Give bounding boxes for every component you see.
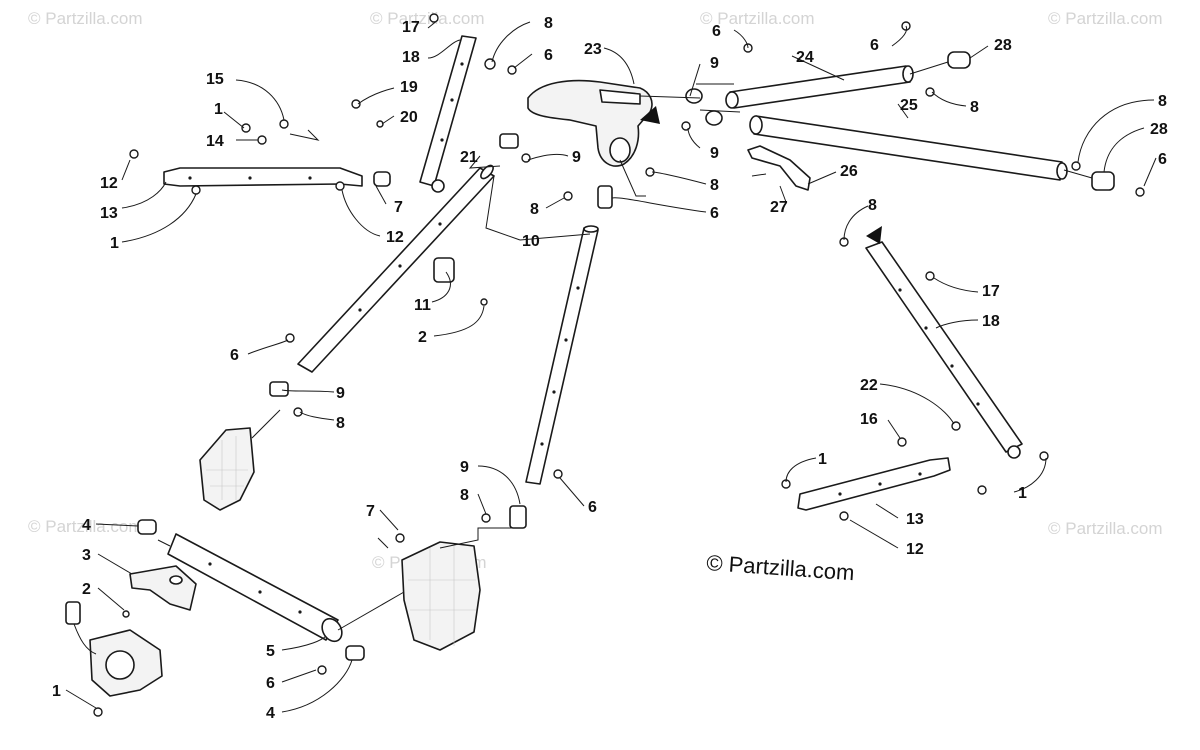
callout-label: 6: [230, 347, 239, 364]
upper-tube-b: [705, 110, 1068, 181]
callout-label: 4: [82, 517, 91, 534]
callout-label: 8: [1158, 93, 1167, 110]
callout-label: 16: [860, 411, 878, 428]
fittings: [137, 133, 613, 661]
callout-label: 28: [994, 37, 1012, 54]
fasteners: [93, 13, 1145, 717]
callout-layer: 17 8 18 6 23 19 20 15 1 14 12 13 1 7 12 …: [52, 15, 1168, 722]
copyright-text: © Partzilla.com: [706, 550, 856, 585]
callout-label: 6: [712, 23, 721, 40]
callout-label: 8: [868, 197, 877, 214]
callout-label: 25: [900, 97, 918, 114]
callout-label: 6: [710, 205, 719, 222]
callout-label: 12: [100, 175, 118, 192]
callout-label: 2: [82, 581, 91, 598]
callout-label: 1: [818, 451, 827, 468]
callout-label: 19: [400, 79, 418, 96]
callout-label: 5: [266, 643, 275, 660]
watermark: © Partzilla.com: [28, 9, 143, 28]
callout-label: 8: [336, 415, 345, 432]
callout-label: 17: [982, 283, 1000, 300]
callout-label: 20: [400, 109, 418, 126]
callout-label: 8: [460, 487, 469, 504]
upper-center-casting: [527, 79, 660, 167]
callout-label: 12: [386, 229, 404, 246]
callout-label: 9: [710, 55, 719, 72]
callout-label: 8: [544, 15, 553, 32]
watermark: © Partzilla.com: [370, 9, 485, 28]
callout-label: 6: [544, 47, 553, 64]
callout-label: 7: [394, 199, 403, 216]
left-cross-brace: [163, 167, 363, 187]
right-diagonal-brace: [865, 226, 1023, 459]
callout-label: 9: [572, 149, 581, 166]
callout-label: 23: [584, 41, 602, 58]
hinge-casting-left: [199, 427, 255, 511]
callout-label: 13: [906, 511, 924, 528]
callout-label: 26: [840, 163, 858, 180]
callout-label: 2: [418, 329, 427, 346]
callout-label: 3: [82, 547, 91, 564]
rear-center-tube: [525, 225, 599, 485]
lower-left-bracket: [129, 565, 197, 611]
motor-assembly: [65, 601, 163, 697]
callout-label: 9: [460, 459, 469, 476]
callout-label: 1: [214, 101, 223, 118]
callout-label: 11: [414, 297, 431, 314]
callout-label: 8: [710, 177, 719, 194]
callout-label: 6: [588, 499, 597, 516]
hinge-casting-center: [401, 541, 481, 651]
callout-label: 21: [460, 149, 478, 166]
callout-label: 1: [110, 235, 119, 252]
right-cross-brace: [797, 457, 951, 511]
callout-label: 4: [266, 705, 275, 722]
upper-tube-a: [685, 65, 914, 109]
callout-label: 22: [860, 377, 878, 394]
callout-label: 6: [1158, 151, 1167, 168]
callout-label: 8: [970, 99, 979, 116]
end-cap-top: [947, 51, 971, 69]
leader-lines: [65, 19, 1157, 713]
callout-label: 28: [1150, 121, 1168, 138]
callout-label: 9: [710, 145, 719, 162]
callout-label: 10: [522, 233, 540, 250]
left-vertical-brace: [419, 35, 477, 193]
callout-label: 14: [206, 133, 224, 150]
callout-label: 9: [336, 385, 345, 402]
callout-label: 8: [530, 201, 539, 218]
assembly-lines: [157, 61, 1093, 631]
mount-cross-tube: [167, 533, 343, 643]
watermark: © Partzilla.com: [1048, 9, 1163, 28]
watermark: © Partzilla.com: [700, 9, 815, 28]
callout-label: 18: [402, 49, 420, 66]
callout-label: 12: [906, 541, 924, 558]
parts-layer: [65, 13, 1145, 717]
watermark: © Partzilla.com: [1048, 519, 1163, 538]
end-clamp-right: [1091, 171, 1115, 191]
callout-label: 24: [796, 49, 814, 66]
callout-label: 18: [982, 313, 1000, 330]
callout-label: 15: [206, 71, 224, 88]
center-bracket: [747, 145, 811, 191]
callout-label: 1: [1018, 485, 1027, 502]
callout-label: 17: [402, 19, 420, 36]
callout-label: 27: [770, 199, 788, 216]
callout-label: 13: [100, 205, 118, 222]
callout-label: 6: [266, 675, 275, 692]
watermark: © Partzilla.com: [28, 517, 143, 536]
callout-label: 1: [52, 683, 61, 700]
callout-label: 6: [870, 37, 879, 54]
callout-label: 7: [366, 503, 375, 520]
rear-left-tube: [297, 164, 495, 373]
